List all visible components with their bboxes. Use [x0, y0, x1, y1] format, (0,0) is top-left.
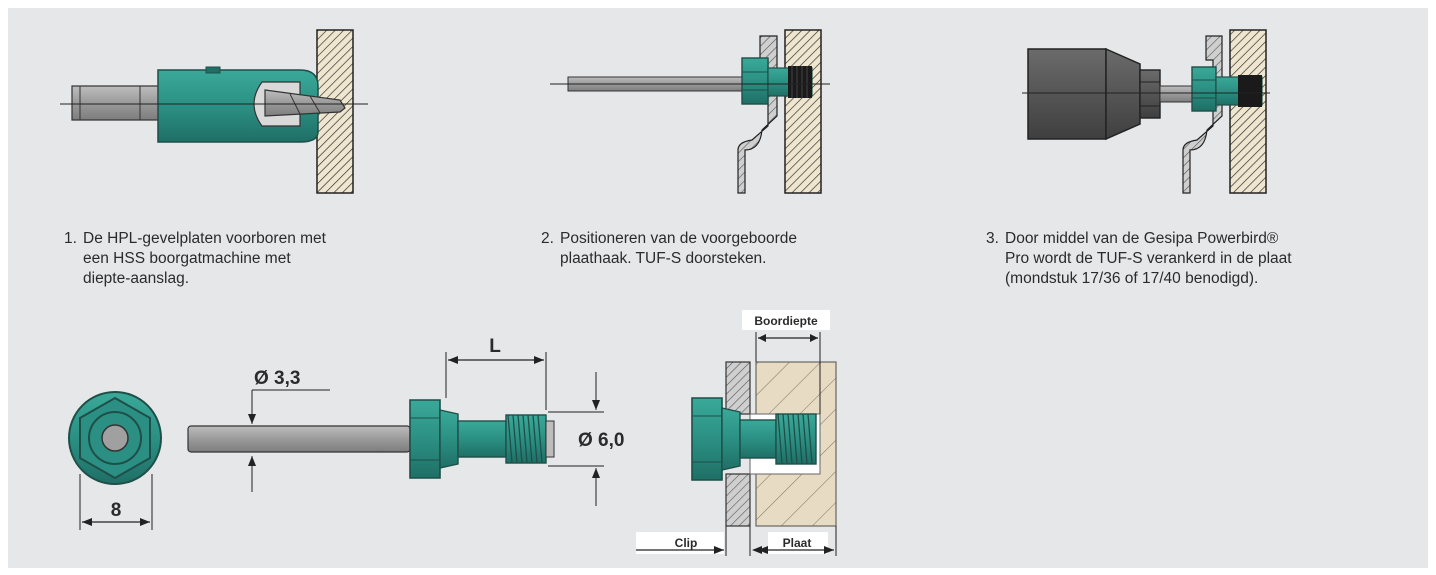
step-1-line: een HSS boorgatmachine met: [83, 250, 291, 267]
dimension-thread-diameter: Ø 6,0: [578, 430, 624, 451]
rivet-flange-head: [409, 399, 441, 479]
step-3-line: (mondstuk 17/36 of 17/40 benodigd).: [1005, 270, 1259, 287]
step-2-line: Positioneren van de voorgeboorde: [560, 230, 797, 247]
step-2-number: 2.: [541, 230, 554, 247]
step3-rivet-head: [1191, 66, 1217, 112]
section-clip-bottom: [725, 473, 751, 527]
label-clip: Clip: [675, 536, 698, 550]
step3-nozzle: [1139, 69, 1161, 119]
step-3-line: Pro wordt de TUF-S verankerd in de plaat: [1005, 250, 1292, 267]
dimension-length: L: [489, 336, 501, 357]
rivet-mandrel: [187, 425, 411, 453]
step2-wall: [784, 29, 822, 194]
step-3-line: Door middel van de Gesipa Powerbird®: [1005, 230, 1279, 247]
step-3-number: 3.: [986, 230, 999, 247]
installed-section-view: [636, 310, 837, 556]
step3-clip: [1182, 35, 1223, 194]
step1-illustration: [60, 29, 368, 194]
hex-head-front-view: [68, 391, 162, 530]
rivet-side-view: [187, 352, 604, 506]
dimension-head-width: 8: [111, 500, 122, 521]
step-1-line: De HPL-gevelplaten voorboren met: [83, 230, 326, 247]
step-1-line: diepte-aanslag.: [83, 270, 189, 287]
step1-drill-shank: [71, 85, 163, 121]
step1-drill-bit: [264, 89, 346, 117]
step2-illustration: [550, 29, 830, 194]
step-3-caption: 3. Door middel van de Gesipa Powerbird® …: [986, 229, 1366, 289]
dimension-shaft-diameter: Ø 3,3: [254, 368, 300, 389]
label-plate: Plaat: [783, 536, 812, 550]
step-2-caption: 2. Positioneren van de voorgeboorde plaa…: [541, 229, 901, 269]
rivet-sleeve: [457, 420, 507, 458]
step2-rivet-head: [741, 57, 769, 105]
step3-wall: [1229, 29, 1267, 194]
step-2-line: plaathaak. TUF-S doorsteken.: [560, 250, 767, 267]
step3-illustration: [1022, 29, 1270, 194]
step-1-caption: 1. De HPL-gevelplaten voorboren met een …: [64, 229, 424, 289]
step-1-number: 1.: [64, 230, 77, 247]
label-drill-depth: Boordiepte: [754, 314, 818, 328]
section-rivet-head: [691, 397, 723, 481]
section-clip-top: [725, 361, 751, 415]
step2-clip: [737, 35, 778, 194]
step3-tool-body: [1027, 48, 1107, 140]
section-expanded-thread: [775, 413, 817, 465]
